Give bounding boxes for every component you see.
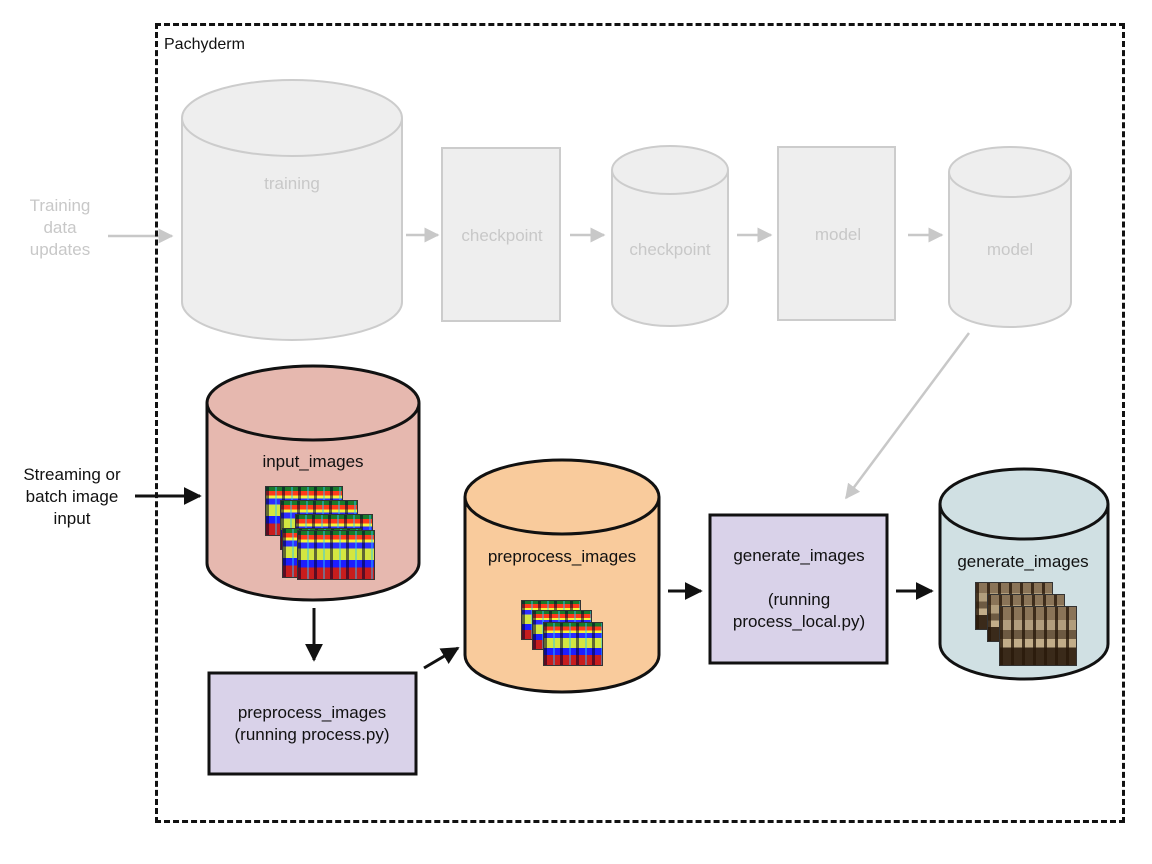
pachyderm-label: Pachyderm [164,36,245,53]
repo-generate-label: generate_images [957,552,1089,571]
step-model-box [777,146,896,321]
step-generate-box [708,513,889,665]
repo-training-cylinder [181,79,403,341]
streaming-input-label: Streaming or batch image input [23,465,121,528]
pachyderm-boundary [155,23,1125,823]
step-checkpoint-box [441,147,561,322]
spectrogram-image [297,530,375,580]
arrow-preprocess-step-to-repo [423,646,460,670]
arrow-model-to-generate-step [844,332,971,500]
spectrogram-image [543,622,603,666]
step-preprocess-label: preprocess_images (running process.py) [234,703,390,744]
repo-model-label: model [986,240,1034,259]
repo-input-images-label: input_images [262,452,364,471]
repo-preprocess-cylinder [463,458,661,694]
repo-model-cylinder [948,146,1072,328]
repo-training-label: training [264,174,320,193]
repo-preprocess-label: preprocess_images [487,547,637,566]
repo-checkpoint-cylinder [611,145,729,327]
step-model-label: model [814,225,862,244]
repo-checkpoint-label: checkpoint [629,240,711,259]
training-data-updates-label: Training data updates [29,196,91,259]
step-generate-label: generate_images (running process_local.p… [732,546,866,631]
building-photo [999,606,1077,666]
step-preprocess-box [207,671,418,776]
step-checkpoint-label: checkpoint [461,226,543,245]
